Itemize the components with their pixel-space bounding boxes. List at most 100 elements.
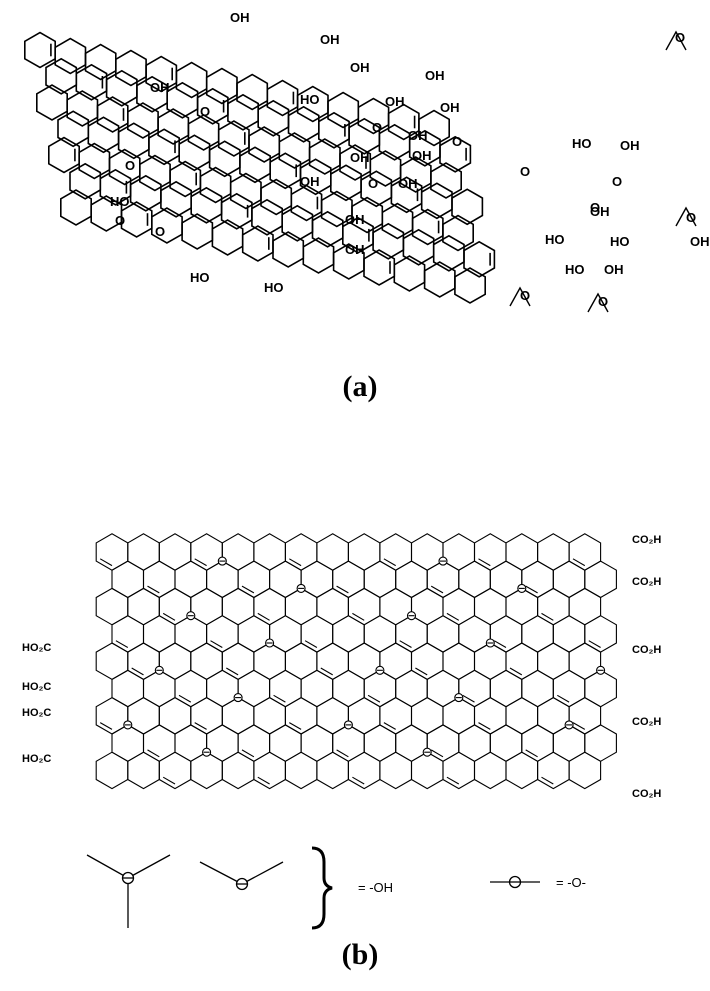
functional-group-label: OH [690,234,710,249]
hexagon-ring [190,642,223,681]
hexagon-ring [300,615,334,653]
double-bond [525,749,538,758]
hexagon-ring [316,696,349,735]
hexagon-ring [127,696,160,735]
hexagon-ring [426,669,460,708]
hexagon-ring [206,669,239,708]
hexagon-ring [206,615,239,653]
hexagon-ring [426,560,460,599]
hexagon-ring [158,533,192,571]
functional-group-label: O [115,213,125,228]
hexagon-ring [316,533,349,571]
functional-group-label: O [125,158,135,173]
functional-group-label: OH [320,32,340,47]
double-bond [147,585,160,594]
legend-brace [311,846,333,930]
hexagon-ring [473,696,507,735]
double-bond [241,585,255,594]
epoxy-groups-a [509,30,697,313]
hexagon-ring [269,560,302,599]
hexagon-ring [473,533,507,571]
epoxy-bridge [587,292,609,313]
hexagon-ring [95,751,129,790]
hexagon-ring [174,560,208,599]
hexagon-ring [489,560,523,599]
hexagon-ring [410,696,444,735]
hexagon-ring [442,587,476,626]
functional-group-label: OH [398,176,418,191]
hexagon-ring [363,615,397,653]
functional-group-label: HO [565,262,585,277]
hexagon-ring [458,560,491,599]
carboxyl-label-left: HO₂C [22,753,51,765]
hexagon-ring [410,642,444,681]
double-bond [210,640,223,648]
hexagon-ring [142,615,176,653]
hexagon-ring [458,615,491,653]
hexagon-ring [111,560,145,599]
hexagon-ring [206,560,239,599]
epoxy-bridge [665,30,687,51]
hexagon-ring [363,724,397,762]
hexagon-ring [269,724,302,762]
hexagon-ring [127,642,160,681]
hexagon-ring [584,669,617,708]
hexagon-ring [537,642,570,681]
hexagon-ring [430,162,463,199]
hexagon-ring [379,533,413,571]
functional-group-label: OH [425,68,445,83]
hexagon-ring [489,724,523,762]
hexagon-ring [316,587,349,626]
double-bond [115,640,129,648]
double-bond [430,585,444,594]
hexagon-ring [379,587,413,626]
hexagon-ring [95,533,129,571]
hexagon-ring [95,696,129,735]
hexagon-ring [316,642,349,681]
hexagon-ring [395,724,428,762]
double-bond [194,722,207,730]
hexagon-ring [521,724,554,762]
hexagon-ring [221,587,255,626]
hexagon-ring [127,587,160,626]
double-bond [478,558,491,567]
hexagon-ring [568,642,602,681]
double-bond [320,667,333,676]
hexagon-ring [442,642,476,681]
functional-group-label: OH [350,150,370,165]
hexagon-ring [174,669,208,708]
hexagon-ring [458,724,491,762]
hexagon-ring [537,587,570,626]
carboxyl-label-right: CO₂H [632,788,661,800]
hexagon-ring [552,669,586,708]
functional-group-label: OH [604,262,624,277]
double-bond [572,558,586,567]
legend [86,846,540,930]
hexagon-ring [174,615,208,653]
functional-group-label: HO [110,194,130,209]
double-bond [99,722,113,730]
functional-group-label: OH [300,174,320,189]
hexagon-ring [237,669,271,708]
hexagon-ring [363,669,397,708]
hexagon-ring [552,560,586,599]
double-bond [509,667,523,676]
hexagon-ring [521,615,554,653]
hexagon-ring [253,751,286,790]
hexagon-ring [237,724,271,762]
hexagon-ring [284,751,318,790]
hexagon-ring [568,533,602,571]
hexagon-ring [221,642,255,681]
hexagon-ring [269,615,302,653]
hexagon-ring [253,587,286,626]
hexagon-ring [463,240,496,278]
functional-group-label: O [368,176,378,191]
hexagon-ring [505,533,539,571]
hexagon-ring [451,188,484,226]
hexagon-ring [505,642,539,681]
hexagon-ring [379,642,413,681]
hexagon-ring [473,587,507,626]
functional-group-label: O [155,224,165,239]
